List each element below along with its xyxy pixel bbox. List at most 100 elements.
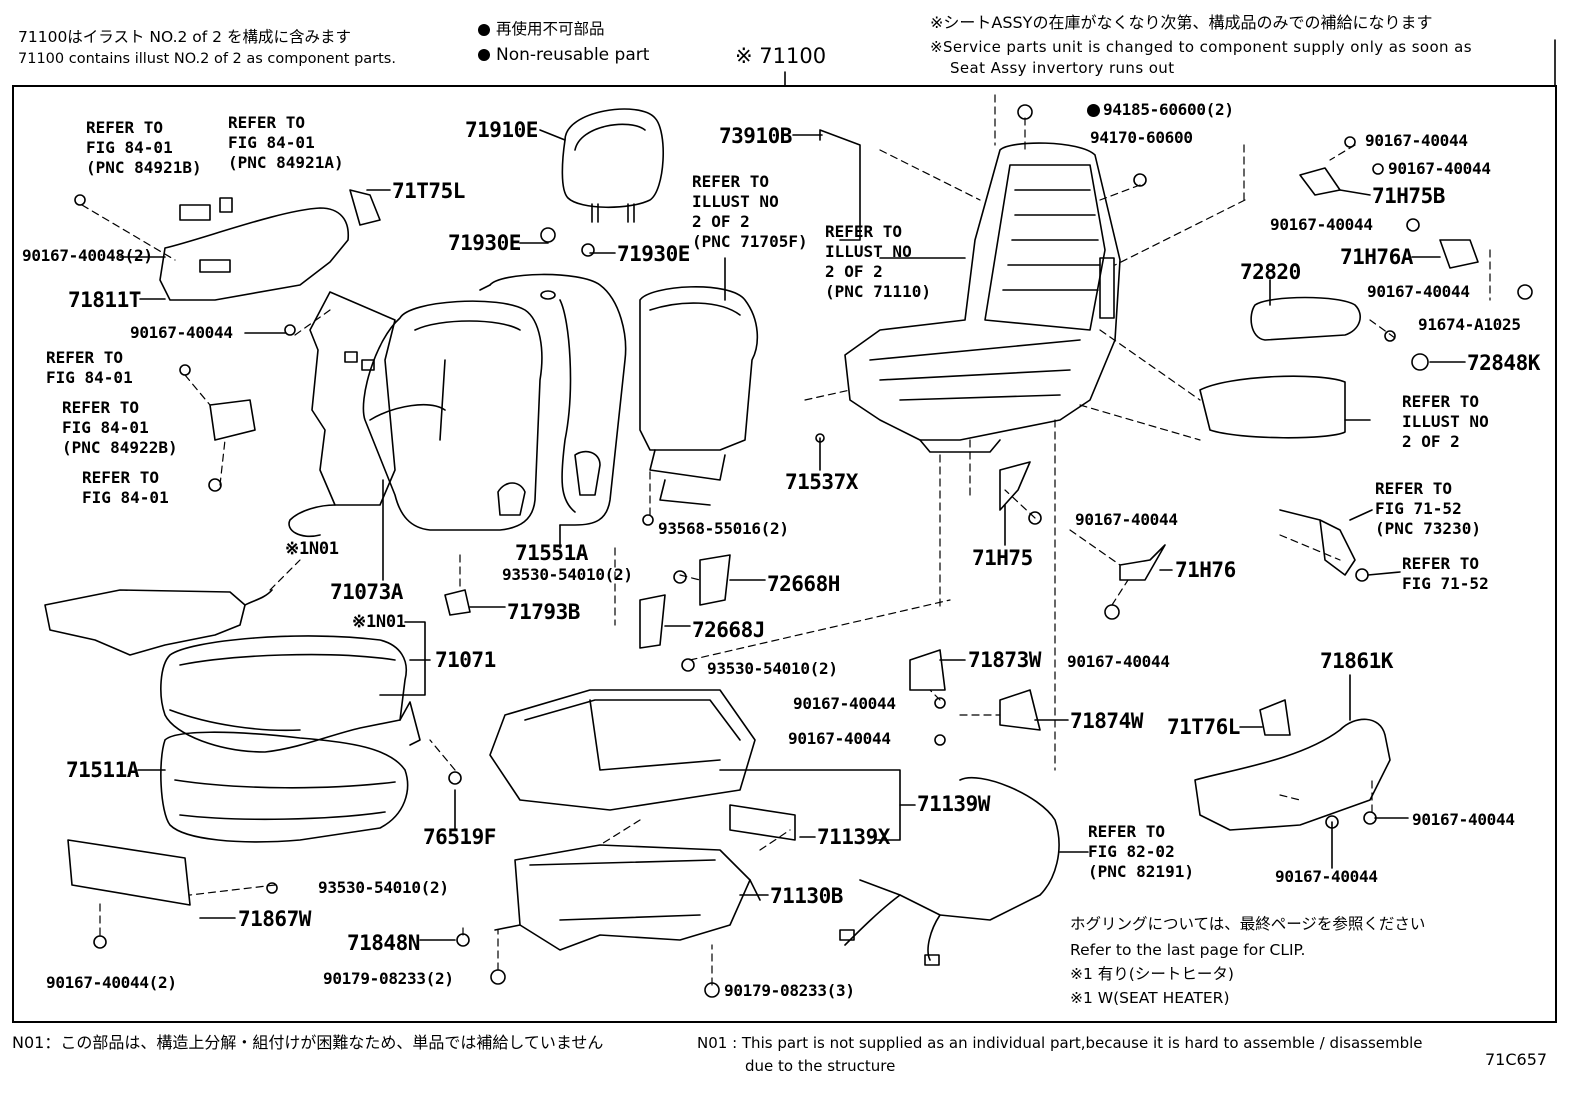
part-71071[interactable]: 71071 bbox=[435, 648, 496, 672]
ref-illust-2[interactable]: REFER TO ILLUST NO 2 OF 2 bbox=[1402, 392, 1489, 451]
hw-93568-55016[interactable]: 93568-55016(2) bbox=[658, 519, 789, 538]
hw-90167-40044-h[interactable]: 90167-40044 bbox=[1367, 282, 1470, 301]
nonreuse-legend-en: Non-reusable part bbox=[478, 47, 649, 64]
hw-90167-40044-i[interactable]: 90167-40044 bbox=[1075, 510, 1178, 529]
seat-heater-note-jp: ※1 有り(シートヒータ) bbox=[1070, 965, 1234, 983]
back-heater-mat-drawing bbox=[288, 291, 396, 538]
ref-fig-84-01-a[interactable]: REFER TO FIG 84-01 bbox=[46, 348, 133, 387]
hw-90167-40044-c[interactable]: 90167-40044 bbox=[788, 729, 891, 748]
hw-93530-54010-a[interactable]: 93530-54010(2) bbox=[502, 565, 633, 584]
part-71130B[interactable]: 71130B bbox=[770, 884, 843, 908]
ref-fig-71-52[interactable]: REFER TO FIG 71-52 bbox=[1402, 554, 1489, 593]
nonreuse-dot-icon bbox=[1087, 104, 1100, 117]
seat-heater-note-en: ※1 W(SEAT HEATER) bbox=[1070, 989, 1230, 1007]
contains-note-jp: 71100はイラスト NO.2 of 2 を構成に含みます bbox=[18, 28, 351, 46]
dashed-assembly-lines bbox=[81, 94, 1491, 986]
nonreuse-dot-icon bbox=[478, 23, 490, 36]
ref-illust-2-71705F[interactable]: REFER TO ILLUST NO 2 OF 2 (PNC 71705F) bbox=[692, 172, 808, 251]
part-71873W[interactable]: 71873W bbox=[968, 648, 1041, 672]
part-73910B[interactable]: 73910B bbox=[719, 124, 792, 148]
n01-marker-back: ※1N01 bbox=[285, 539, 339, 559]
part-71T76L[interactable]: 71T76L bbox=[1167, 715, 1240, 739]
part-72668J[interactable]: 72668J bbox=[692, 618, 765, 642]
ref-fig-84-01-84921A[interactable]: REFER TO FIG 84-01 (PNC 84921A) bbox=[228, 113, 344, 172]
clip-note-jp: ホグリングについては、最終ページを参照ください bbox=[1070, 915, 1426, 933]
service-note-en-2: Seat Assy invertory runs out bbox=[950, 59, 1175, 77]
hw-90167-40044-j[interactable]: 90167-40044 bbox=[1067, 652, 1170, 671]
figure-code: 71C657 bbox=[1485, 1050, 1548, 1069]
armrest-pad-drawing bbox=[1199, 375, 1346, 439]
ref-illust-2-71110[interactable]: REFER TO ILLUST NO 2 OF 2 (PNC 71110) bbox=[825, 222, 931, 301]
contains-note-en: 71100 contains illust NO.2 of 2 as compo… bbox=[18, 51, 396, 67]
service-note-en-1: ※Service parts unit is changed to compon… bbox=[930, 38, 1472, 56]
part-71139W[interactable]: 71139W bbox=[917, 792, 990, 816]
side-shield-right-drawing bbox=[1194, 718, 1391, 831]
service-note-jp: ※シートASSYの在庫がなくなり次第、構成品のみでの補給になります bbox=[930, 13, 1433, 32]
nonreuse-legend-jp: 再使用不可部品 bbox=[478, 21, 605, 38]
hw-94170-60600[interactable]: 94170-60600 bbox=[1090, 128, 1193, 147]
part-71T75L[interactable]: 71T75L bbox=[392, 179, 465, 203]
clip-note-en: Refer to the last page for CLIP. bbox=[1070, 941, 1306, 959]
part-71910E[interactable]: 71910E bbox=[465, 118, 538, 142]
footer-note-en-2: due to the structure bbox=[745, 1057, 896, 1075]
part-71073A[interactable]: 71073A bbox=[330, 580, 403, 604]
part-71H75[interactable]: 71H75 bbox=[972, 546, 1033, 570]
part-71793B[interactable]: 71793B bbox=[507, 600, 580, 624]
footer-note-en-1: N01 : This part is not supplied as an in… bbox=[697, 1034, 1423, 1052]
hw-90179-08233-b[interactable]: 90179-08233(3) bbox=[724, 981, 855, 1000]
cushion-heater-drawing bbox=[44, 589, 273, 656]
ref-fig-84-01-84921B[interactable]: REFER TO FIG 84-01 (PNC 84921B) bbox=[86, 118, 202, 177]
hw-93530-54010-c[interactable]: 93530-54010(2) bbox=[318, 878, 449, 897]
part-72668H[interactable]: 72668H bbox=[767, 572, 840, 596]
hw-90167-40044-a[interactable]: 90167-40044 bbox=[130, 323, 233, 342]
part-71H76[interactable]: 71H76 bbox=[1175, 558, 1236, 582]
part-76519F[interactable]: 76519F bbox=[423, 825, 496, 849]
seat-frame-drawing bbox=[844, 142, 1121, 453]
hw-90167-40048[interactable]: 90167-40048(2) bbox=[22, 246, 153, 265]
part-71811T[interactable]: 71811T bbox=[68, 288, 141, 312]
assy-number: ※ 71100 bbox=[735, 44, 827, 68]
side-shield-left-drawing bbox=[159, 197, 349, 301]
hw-91674-A1025[interactable]: 91674-A1025 bbox=[1418, 315, 1521, 334]
part-71511A[interactable]: 71511A bbox=[66, 758, 139, 782]
hw-90167-40044-f[interactable]: 90167-40044 bbox=[1388, 159, 1491, 178]
hw-90167-40044-l[interactable]: 90167-40044 bbox=[1275, 867, 1378, 886]
n01-marker-cushion: ※1N01 bbox=[352, 612, 406, 632]
footer-note-jp: N01：この部品は、構造上分解・組付けが困難なため、単品では補給していません bbox=[12, 1033, 604, 1052]
seatback-cover-drawing bbox=[362, 273, 627, 531]
ref-fig-82-02-82191[interactable]: REFER TO FIG 82-02 (PNC 82191) bbox=[1088, 822, 1194, 881]
wire-harness-drawing bbox=[839, 777, 1060, 966]
part-72820[interactable]: 72820 bbox=[1240, 260, 1301, 284]
cushion-frame-drawing bbox=[489, 689, 761, 951]
part-71551A[interactable]: 71551A bbox=[515, 541, 588, 565]
hw-90167-40044-k[interactable]: 90167-40044 bbox=[1412, 810, 1515, 829]
hw-90167-40044-g[interactable]: 90167-40044 bbox=[1270, 215, 1373, 234]
part-71930E-right[interactable]: 71930E bbox=[617, 242, 690, 266]
hw-94185-60600[interactable]: 94185-60600(2) bbox=[1087, 102, 1234, 118]
armrest-drawing bbox=[1250, 296, 1429, 371]
hw-90167-40044-b[interactable]: 90167-40044 bbox=[793, 694, 896, 713]
part-71867W[interactable]: 71867W bbox=[238, 907, 311, 931]
buckle-drawing bbox=[1279, 509, 1356, 576]
leader-lines bbox=[119, 129, 1466, 941]
part-71139X[interactable]: 71139X bbox=[817, 825, 890, 849]
part-71848N[interactable]: 71848N bbox=[347, 931, 420, 955]
hw-93530-54010-b[interactable]: 93530-54010(2) bbox=[707, 659, 838, 678]
headrest-drawing bbox=[561, 108, 664, 223]
seat-cushion-drawing bbox=[160, 635, 421, 843]
part-71874W[interactable]: 71874W bbox=[1070, 709, 1143, 733]
hw-90167-40044-d[interactable]: 90167-40044(2) bbox=[46, 973, 177, 992]
ref-fig-84-01-b[interactable]: REFER TO FIG 84-01 bbox=[82, 468, 169, 507]
hw-90179-08233-a[interactable]: 90179-08233(2) bbox=[323, 969, 454, 988]
hw-90167-40044-e[interactable]: 90167-40044 bbox=[1365, 131, 1468, 150]
part-72848K[interactable]: 72848K bbox=[1467, 351, 1540, 375]
part-71930E-left[interactable]: 71930E bbox=[448, 231, 521, 255]
part-71H76A[interactable]: 71H76A bbox=[1340, 245, 1413, 269]
part-71861K[interactable]: 71861K bbox=[1320, 649, 1393, 673]
part-71537X[interactable]: 71537X bbox=[785, 470, 858, 494]
ref-fig-71-52-73230[interactable]: REFER TO FIG 71-52 (PNC 73230) bbox=[1375, 479, 1481, 538]
ref-fig-84-01-84922B[interactable]: REFER TO FIG 84-01 (PNC 84922B) bbox=[62, 398, 178, 457]
nonreuse-dot-icon bbox=[478, 49, 490, 61]
part-71H75B[interactable]: 71H75B bbox=[1372, 184, 1445, 208]
